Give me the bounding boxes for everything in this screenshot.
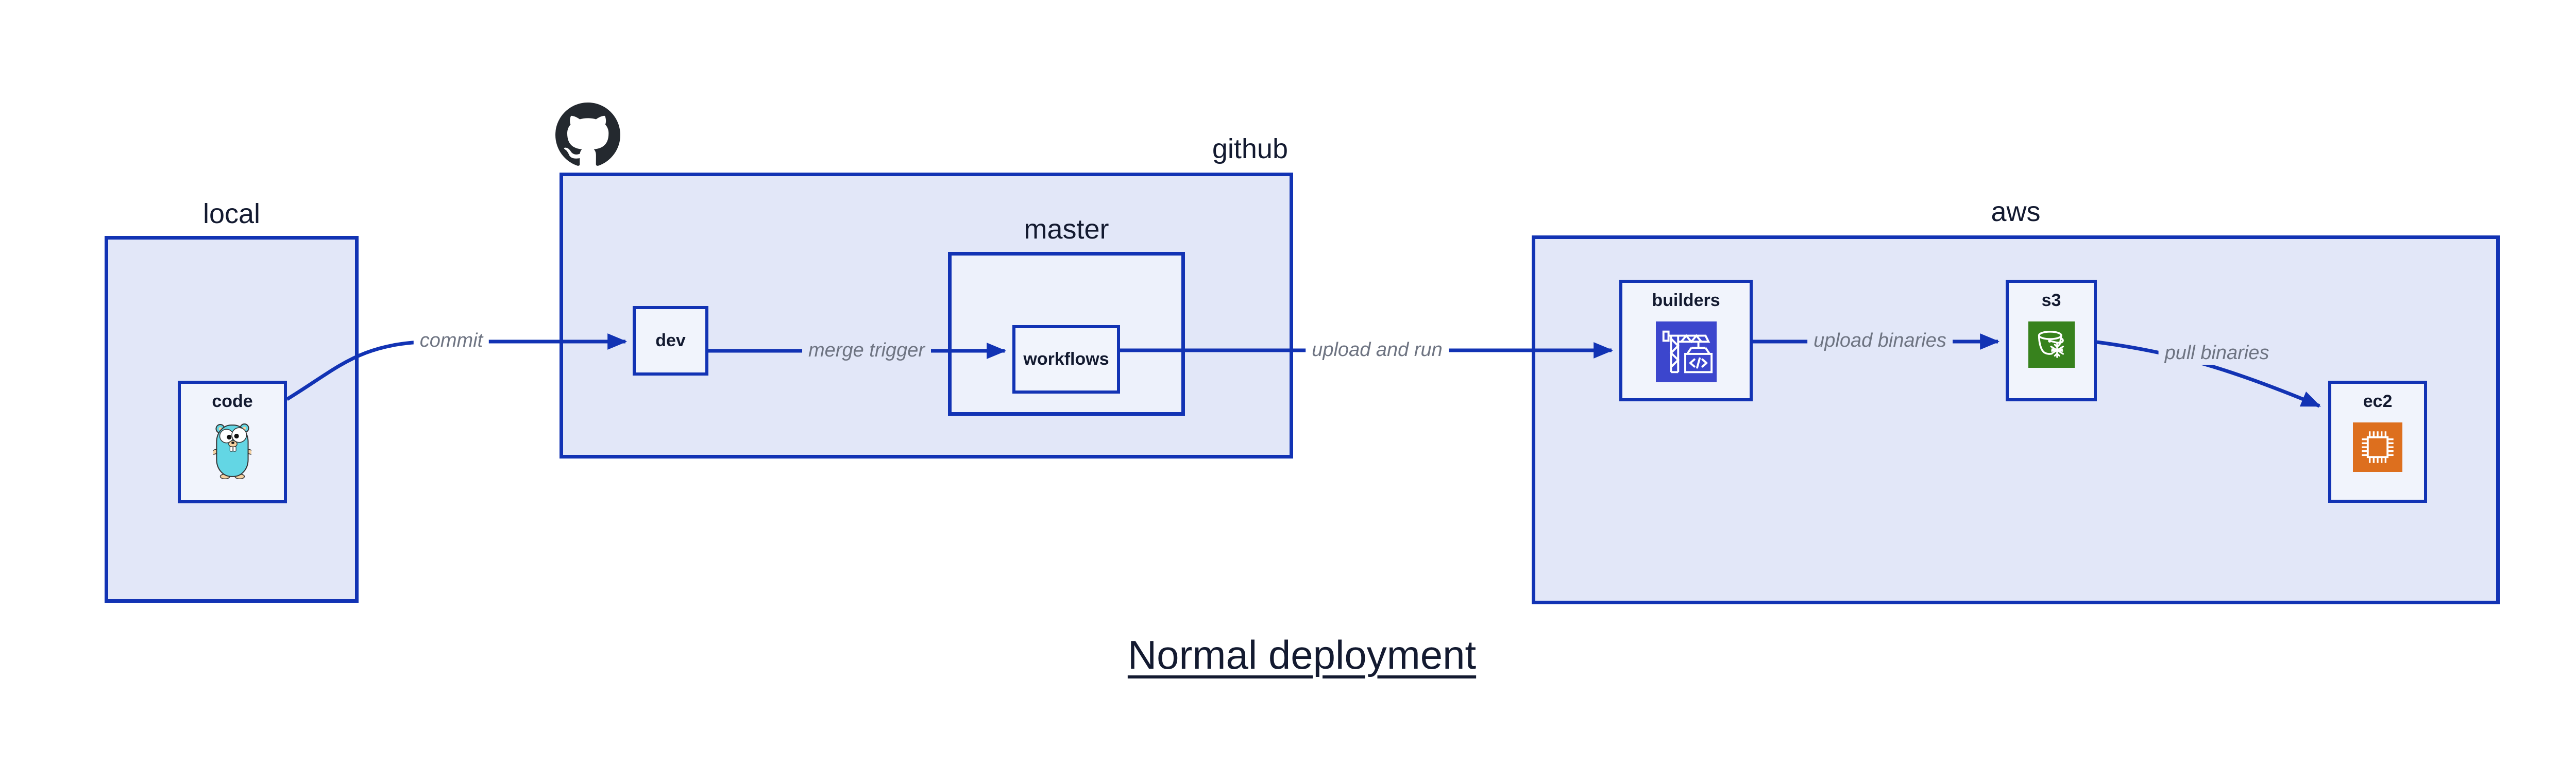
edge-label-upload-and-run: upload and run <box>1306 339 1449 362</box>
page-title-text: Normal deployment <box>1127 632 1477 677</box>
node-ec2-label: ec2 <box>2363 392 2393 411</box>
node-builders: builders <box>1619 280 1753 401</box>
edge-label-upload-binaries: upload binaries <box>1807 330 1953 352</box>
node-code-label: code <box>212 392 253 411</box>
node-code: code <box>178 381 287 503</box>
edge-label-merge-trigger: merge trigger <box>802 339 931 362</box>
ec2-chip-icon <box>2353 422 2402 472</box>
codebuild-crane-icon <box>1655 321 1717 383</box>
s3-bucket-snowflake-icon <box>2028 321 2075 368</box>
node-workflows-label: workflows <box>1023 349 1109 369</box>
group-title-local: local <box>202 198 261 229</box>
group-title-master: master <box>1024 214 1109 245</box>
node-dev: dev <box>633 306 708 376</box>
edge-label-commit: commit <box>413 330 489 352</box>
go-gopher-icon <box>213 423 251 480</box>
group-title-github: github <box>1212 133 1288 164</box>
node-s3: s3 <box>2006 280 2097 401</box>
node-dev-label: dev <box>655 330 686 350</box>
group-title-aws: aws <box>1991 196 2041 227</box>
page-title: Normal deployment <box>0 632 2576 678</box>
github-octocat-logo-icon <box>555 103 620 166</box>
node-builders-label: builders <box>1652 291 1720 310</box>
node-ec2: ec2 <box>2328 381 2427 503</box>
node-workflows: workflows <box>1012 325 1120 394</box>
edge-label-pull-binaries: pull binaries <box>2158 342 2276 365</box>
node-s3-label: s3 <box>2041 291 2061 310</box>
